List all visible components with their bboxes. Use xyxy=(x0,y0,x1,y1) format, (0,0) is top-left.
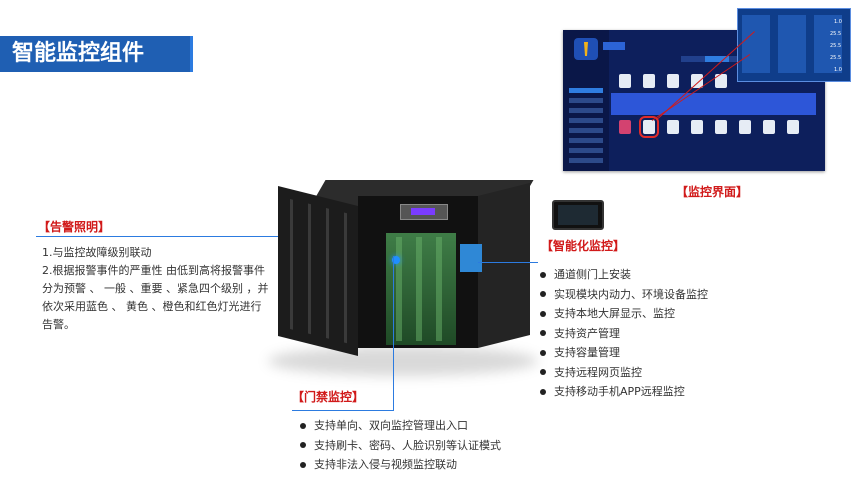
popup-value: 25.5 xyxy=(830,55,842,61)
alarm-light-icon xyxy=(392,256,400,264)
bullet-icon xyxy=(300,422,306,429)
monitor-nav-item xyxy=(569,108,603,113)
text-line: 分为预警 、 一般 、重要 、紧急四个级别 ，并 xyxy=(42,282,269,295)
cabinet-icon xyxy=(639,116,659,138)
monitor-band xyxy=(611,93,816,115)
cabinet-control-panel xyxy=(460,244,482,272)
cabinet-side xyxy=(278,186,358,356)
monitor-sidebar xyxy=(563,30,609,171)
monitor-nav-item xyxy=(569,118,603,123)
popup-column xyxy=(778,15,806,73)
cabinet-stripe xyxy=(290,199,293,330)
cabinet-icon xyxy=(691,120,703,134)
device-icon xyxy=(667,74,679,88)
cabinet-image xyxy=(258,178,538,388)
monitor-nav-item xyxy=(569,148,603,153)
bullet-icon xyxy=(540,291,546,298)
text-line: 2.根据报警事件的严重性 由低到高将报警事件 xyxy=(42,264,265,277)
popup-value: 1.0 xyxy=(834,67,842,73)
connector-line xyxy=(478,262,538,263)
cabinet-stripe xyxy=(344,212,347,344)
cabinet-icon xyxy=(763,120,775,134)
list-item: 实现模块内动力、环境设备监控 xyxy=(540,285,708,305)
bullet-icon xyxy=(300,442,306,449)
list-item: 支持远程网页监控 xyxy=(540,363,708,383)
cabinet-icon xyxy=(739,120,751,134)
smart-monitoring-list: 通道侧门上安装 实现模块内动力、环境设备监控 支持本地大屏显示、监控 支持资产管… xyxy=(540,265,708,402)
cabinet-stripe xyxy=(308,203,311,335)
access-control-heading: 【门禁监控】 xyxy=(292,390,365,404)
device-icon xyxy=(715,74,727,88)
rack-strip xyxy=(396,237,402,341)
popup-column xyxy=(742,15,770,73)
page-title: 智能监控组件 xyxy=(0,36,193,72)
bullet-icon xyxy=(540,388,546,395)
cabinet-icon xyxy=(715,120,727,134)
monitor-tab xyxy=(681,56,705,62)
bullet-icon xyxy=(540,271,546,278)
monitor-nav-item xyxy=(569,128,603,133)
cabinet-door-glass xyxy=(386,233,456,345)
tablet-icon xyxy=(552,200,604,230)
list-item: 支持资产管理 xyxy=(540,324,708,344)
alarm-lighting-heading: 【告警照明】 xyxy=(38,220,111,234)
cabinet-icon xyxy=(787,120,799,134)
monitor-header-button xyxy=(603,42,625,50)
text-line: 告警。 xyxy=(42,318,75,331)
list-item: 支持移动手机APP远程监控 xyxy=(540,382,708,402)
monitor-nav-item xyxy=(569,158,603,163)
list-item: 支持容量管理 xyxy=(540,343,708,363)
device-icon xyxy=(643,74,655,88)
cabinet-side xyxy=(478,183,530,348)
bullet-icon xyxy=(300,461,306,468)
cabinet-shadow xyxy=(268,346,538,376)
monitor-logo-icon xyxy=(574,38,598,60)
monitor-nav-item xyxy=(569,138,603,143)
list-item: 支持本地大屏显示、监控 xyxy=(540,304,708,324)
rack-strip xyxy=(436,237,442,341)
bullet-icon xyxy=(540,369,546,376)
monitor-tab xyxy=(705,56,729,62)
list-item: 通道侧门上安装 xyxy=(540,265,708,285)
popup-value: 25.5 xyxy=(830,43,842,49)
list-item: 支持非法入侵与视频监控联动 xyxy=(300,455,501,475)
access-control-list: 支持单向、双向监控管理出入口 支持刷卡、密码、人脸识别等认证模式 支持非法入侵与… xyxy=(300,416,501,475)
list-item: 支持刷卡、密码、人脸识别等认证模式 xyxy=(300,436,501,456)
monitor-ui-heading: 【监控界面】 xyxy=(676,185,749,199)
monitor-nav-item xyxy=(569,98,603,103)
bullet-icon xyxy=(540,330,546,337)
text-line: 依次采用蓝色 、 黄色 、橙色和红色灯光进行 xyxy=(42,300,262,313)
cabinet-icon xyxy=(667,120,679,134)
bullet-icon xyxy=(540,349,546,356)
cabinet-stripe xyxy=(326,208,329,339)
alarm-lighting-text: 1.与监控故障级别联动 2.根据报警事件的严重性 由低到高将报警事件 分为预警 … xyxy=(42,244,282,334)
rack-strip xyxy=(416,237,422,341)
connector-line xyxy=(393,256,394,410)
popup-value: 1.0 xyxy=(834,19,842,25)
smart-monitoring-heading: 【智能化监控】 xyxy=(541,239,626,253)
popup-column xyxy=(814,15,842,73)
popup-value: 25.5 xyxy=(830,31,842,37)
monitor-nav-item xyxy=(569,88,603,93)
connector-line xyxy=(292,410,394,411)
device-icon xyxy=(619,74,631,88)
connector-line xyxy=(36,236,398,237)
cabinet-display xyxy=(400,204,448,220)
monitor-popup: 1.0 25.5 25.5 25.5 1.0 xyxy=(737,8,851,82)
text-line: 1.与监控故障级别联动 xyxy=(42,246,152,259)
bullet-icon xyxy=(540,310,546,317)
list-item: 支持单向、双向监控管理出入口 xyxy=(300,416,501,436)
cabinet-icon xyxy=(619,120,631,134)
